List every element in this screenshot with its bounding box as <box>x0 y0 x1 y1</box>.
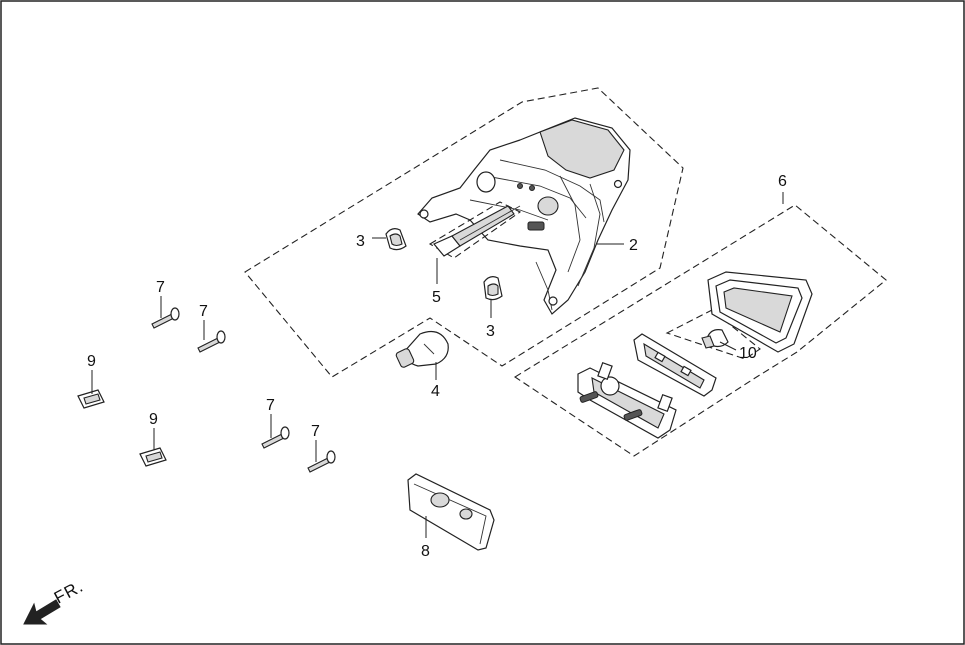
license-plate-bracket <box>407 473 495 551</box>
callout-2: 2 <box>629 237 638 254</box>
callout-9-a: 9 <box>87 353 96 370</box>
speed-nut-2 <box>139 447 167 467</box>
callout-4: 4 <box>431 383 440 400</box>
callout-7-a: 7 <box>156 279 165 296</box>
callout-7-b: 7 <box>199 303 208 320</box>
callout-5: 5 <box>432 289 441 306</box>
callout-9-b: 9 <box>149 411 158 428</box>
license-lamp-gasket <box>633 333 717 397</box>
bulb-socket <box>433 205 521 257</box>
callout-6: 6 <box>778 173 787 190</box>
front-direction-label: FR. <box>51 576 87 607</box>
license-bulb <box>701 329 729 349</box>
screw-1 <box>151 307 180 329</box>
callout-10: 10 <box>739 345 757 362</box>
tail-light-housing <box>417 117 631 315</box>
callout-3-upper: 3 <box>356 233 365 250</box>
callout-8: 8 <box>421 543 430 560</box>
callout-7-d: 7 <box>311 423 320 440</box>
leader-lines <box>91 192 784 538</box>
bulb-group-outline <box>665 309 761 360</box>
screw-2 <box>197 330 226 353</box>
screw-4 <box>307 450 336 473</box>
tail-bulb <box>395 331 449 368</box>
screw-3 <box>261 426 290 449</box>
grommet-lower <box>483 276 503 301</box>
license-lamp-group-outline <box>513 204 887 457</box>
grommet-upper <box>385 228 407 251</box>
license-lamp-lens <box>707 271 813 353</box>
assembly-group-outline <box>244 87 684 378</box>
callout-3-lower: 3 <box>486 323 495 340</box>
callout-7-c: 7 <box>266 397 275 414</box>
license-lamp-base <box>577 361 677 439</box>
speed-nut-1 <box>77 389 105 409</box>
front-direction-arrow-icon <box>23 599 61 625</box>
